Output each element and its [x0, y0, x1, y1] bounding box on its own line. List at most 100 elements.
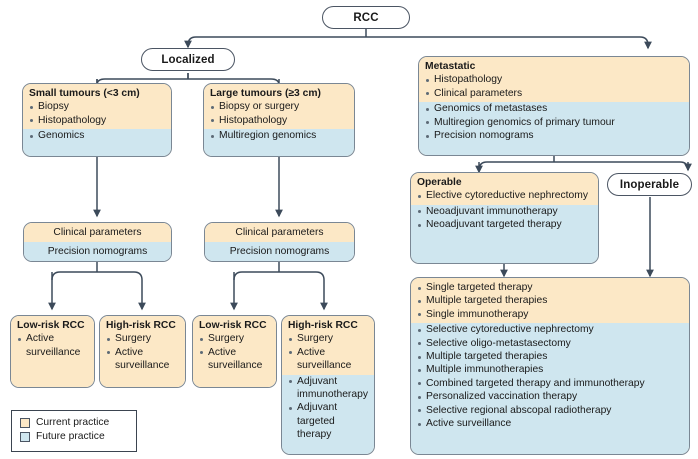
- list-item: Personalized vaccination therapy: [417, 390, 684, 403]
- list-item: Biopsy or surgery: [210, 100, 349, 113]
- large-high-risk-current-list: Surgery Active surveillance: [282, 332, 374, 374]
- metastatic-title: Metastatic: [425, 61, 476, 72]
- legend-swatch-future-icon: [20, 432, 30, 442]
- large-low-risk-title: Low-risk RCC: [199, 320, 267, 331]
- metastatic-therapies-future-list: Selective cytoreductive nephrectomy Sele…: [411, 323, 689, 432]
- clinical-parameters-left-row: Clinical parameters: [24, 223, 171, 243]
- small-low-risk-title: Low-risk RCC: [17, 320, 85, 331]
- large-tumours-future-list: Multiregion genomics: [204, 129, 354, 144]
- list-item: Multiple targeted therapies: [417, 350, 684, 363]
- small-tumours-current-list: Biopsy Histopathology: [23, 100, 171, 129]
- metastatic-future-section: Genomics of metastases Multiregion genom…: [419, 102, 689, 155]
- metastatic-therapies-future-section: Selective cytoreductive nephrectomy Sele…: [411, 323, 689, 454]
- small-high-risk-title: High-risk RCC: [106, 320, 176, 331]
- precision-nomograms-right-row: Precision nomograms: [205, 242, 354, 261]
- list-item: Clinical parameters: [425, 87, 684, 100]
- large-low-risk-list: Surgery Active surveillance: [193, 332, 276, 374]
- large-tumours-current-section: Large tumours (≥3 cm) Biopsy or surgery …: [204, 84, 354, 130]
- operable-current-list: Elective cytoreductive nephrectomy: [411, 189, 598, 204]
- small-tumours-title: Small tumours (<3 cm): [29, 88, 140, 99]
- list-item: Single immunotherapy: [417, 308, 684, 321]
- small-tumours-future-list: Genomics: [23, 129, 171, 144]
- card-small-tumours[interactable]: Small tumours (<3 cm) Biopsy Histopathol…: [22, 83, 172, 157]
- card-metastatic-therapies[interactable]: Single targeted therapy Multiple targete…: [410, 277, 690, 455]
- node-inoperable[interactable]: Inoperable: [607, 173, 692, 196]
- operable-future-list: Neoadjuvant immunotherapy Neoadjuvant ta…: [411, 205, 598, 234]
- legend: Current practice Future practice: [11, 410, 137, 452]
- list-item: Elective cytoreductive nephrectomy: [417, 189, 593, 202]
- list-item: Active surveillance: [288, 346, 369, 373]
- small-low-risk-list: Active surveillance: [11, 332, 94, 361]
- card-small-high-risk[interactable]: High-risk RCC Surgery Active surveillanc…: [99, 315, 186, 388]
- list-item: Active surveillance: [17, 332, 89, 359]
- list-item: Active surveillance: [106, 346, 180, 373]
- list-item: Surgery: [106, 332, 180, 345]
- list-item: Genomics: [29, 129, 166, 142]
- node-rcc-label: RCC: [353, 11, 379, 24]
- operable-title: Operable: [417, 177, 462, 188]
- small-low-risk-current-section: Low-risk RCC Active surveillance: [11, 316, 94, 387]
- card-large-high-risk[interactable]: High-risk RCC Surgery Active surveillanc…: [281, 315, 375, 455]
- metastatic-current-section: Metastatic Histopathology Clinical param…: [419, 57, 689, 103]
- legend-swatch-current-icon: [20, 418, 30, 428]
- list-item: Biopsy: [29, 100, 166, 113]
- large-high-risk-title: High-risk RCC: [288, 320, 358, 331]
- list-item: Combined targeted therapy and immunother…: [417, 377, 684, 390]
- operable-current-section: Operable Elective cytoreductive nephrect…: [411, 173, 598, 205]
- list-item: Multiregion genomics of primary tumour: [425, 116, 684, 129]
- node-localized[interactable]: Localized: [141, 48, 235, 71]
- large-tumours-current-list: Biopsy or surgery Histopathology: [204, 100, 354, 129]
- list-item: Active surveillance: [199, 346, 271, 373]
- large-high-risk-future-list: Adjuvant immunotherapy Adjuvant targeted…: [282, 375, 374, 444]
- metastatic-therapies-current-section: Single targeted therapy Multiple targete…: [411, 278, 689, 324]
- list-item: Histopathology: [210, 114, 349, 127]
- small-high-risk-list: Surgery Active surveillance: [100, 332, 185, 374]
- large-tumours-future-section: Multiregion genomics: [204, 129, 354, 156]
- box-clinical-parameters-left[interactable]: Clinical parameters Precision nomograms: [23, 222, 172, 262]
- card-operable[interactable]: Operable Elective cytoreductive nephrect…: [410, 172, 599, 264]
- large-high-risk-current-section: High-risk RCC Surgery Active surveillanc…: [282, 316, 374, 375]
- list-item: Surgery: [288, 332, 369, 345]
- list-item: Histopathology: [29, 114, 166, 127]
- precision-nomograms-left-row: Precision nomograms: [24, 242, 171, 261]
- small-tumours-current-section: Small tumours (<3 cm) Biopsy Histopathol…: [23, 84, 171, 130]
- large-low-risk-current-section: Low-risk RCC Surgery Active surveillance: [193, 316, 276, 387]
- card-metastatic[interactable]: Metastatic Histopathology Clinical param…: [418, 56, 690, 156]
- list-item: Histopathology: [425, 73, 684, 86]
- list-item: Neoadjuvant targeted therapy: [417, 218, 593, 231]
- large-tumours-title: Large tumours (≥3 cm): [210, 88, 321, 99]
- list-item: Adjuvant targeted therapy: [288, 401, 369, 441]
- metastatic-therapies-current-list: Single targeted therapy Multiple targete…: [411, 278, 689, 323]
- list-item: Single targeted therapy: [417, 281, 684, 294]
- small-high-risk-current-section: High-risk RCC Surgery Active surveillanc…: [100, 316, 185, 387]
- list-item: Selective oligo-metastasectomy: [417, 337, 684, 350]
- metastatic-current-list: Histopathology Clinical parameters: [419, 73, 689, 102]
- node-inoperable-label: Inoperable: [619, 178, 680, 191]
- legend-row-future: Future practice: [20, 430, 128, 444]
- node-localized-label: Localized: [161, 53, 215, 66]
- card-small-low-risk[interactable]: Low-risk RCC Active surveillance: [10, 315, 95, 388]
- node-rcc[interactable]: RCC: [322, 6, 410, 29]
- legend-row-current: Current practice: [20, 416, 128, 430]
- list-item: Active surveillance: [417, 417, 684, 430]
- clinical-parameters-right-row: Clinical parameters: [205, 223, 354, 243]
- large-high-risk-future-section: Adjuvant immunotherapy Adjuvant targeted…: [282, 374, 374, 454]
- list-item: Selective regional abscopal radiotherapy: [417, 404, 684, 417]
- list-item: Neoadjuvant immunotherapy: [417, 205, 593, 218]
- list-item: Adjuvant immunotherapy: [288, 375, 369, 402]
- list-item: Multiregion genomics: [210, 129, 349, 142]
- list-item: Precision nomograms: [425, 129, 684, 142]
- card-large-tumours[interactable]: Large tumours (≥3 cm) Biopsy or surgery …: [203, 83, 355, 157]
- list-item: Selective cytoreductive nephrectomy: [417, 323, 684, 336]
- legend-label-current: Current practice: [36, 417, 110, 428]
- legend-label-future: Future practice: [36, 431, 105, 442]
- box-clinical-parameters-right[interactable]: Clinical parameters Precision nomograms: [204, 222, 355, 262]
- list-item: Surgery: [199, 332, 271, 345]
- small-tumours-future-section: Genomics: [23, 129, 171, 156]
- list-item: Multiple targeted therapies: [417, 294, 684, 307]
- list-item: Genomics of metastases: [425, 102, 684, 115]
- operable-future-section: Neoadjuvant immunotherapy Neoadjuvant ta…: [411, 204, 598, 263]
- card-large-low-risk[interactable]: Low-risk RCC Surgery Active surveillance: [192, 315, 277, 388]
- metastatic-future-list: Genomics of metastases Multiregion genom…: [419, 102, 689, 144]
